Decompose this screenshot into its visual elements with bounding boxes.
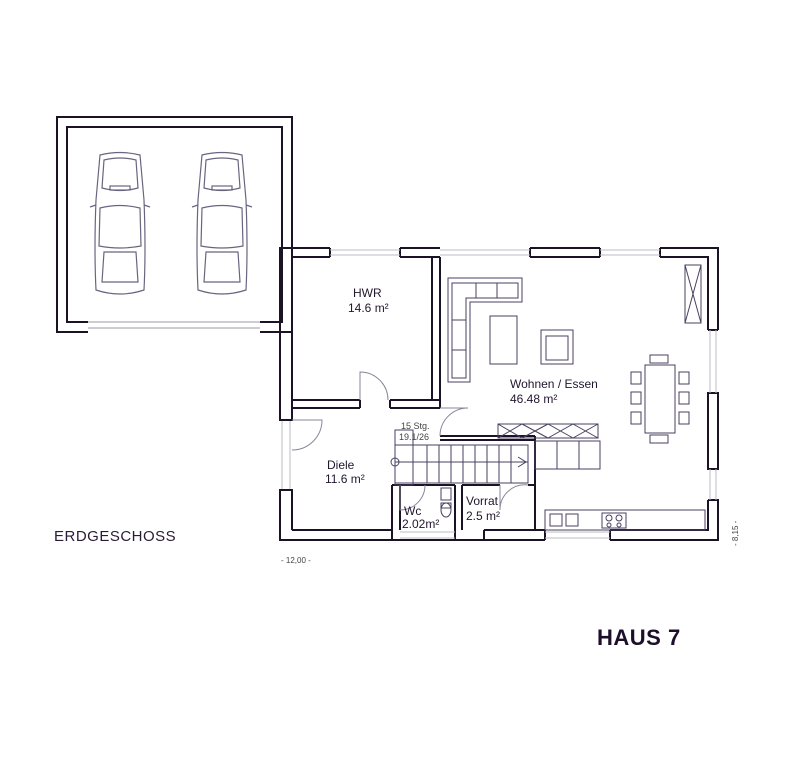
staircase xyxy=(390,429,529,486)
car-left xyxy=(89,151,151,295)
diele-name: Diele xyxy=(327,458,355,472)
wohnen-name: Wohnen / Essen xyxy=(510,377,598,391)
floor-label: ERDGESCHOSS xyxy=(54,528,177,545)
diele-area: 11.6 m² xyxy=(325,472,365,486)
coffee-table xyxy=(489,315,518,365)
sofa xyxy=(447,277,523,383)
stairs-steps: 15 Stg. xyxy=(401,421,430,431)
armchair xyxy=(540,329,574,365)
car-right xyxy=(191,151,253,295)
width-dimension: - 12,00 - xyxy=(281,556,311,565)
house-label: HAUS 7 xyxy=(597,625,681,650)
doors xyxy=(291,371,529,511)
wc-name: Wc xyxy=(404,504,421,518)
house-walls xyxy=(279,247,719,541)
vorrat-area: 2.5 m² xyxy=(466,509,500,523)
hwr-name: HWR xyxy=(353,286,382,300)
vorrat-name: Vorrat xyxy=(466,494,499,508)
hwr-area: 14.6 m² xyxy=(348,301,389,315)
cabinet xyxy=(684,264,702,324)
garage-door xyxy=(88,316,260,334)
kitchen-counter xyxy=(544,509,706,531)
wc-area: 2.02m² xyxy=(402,517,439,531)
depth-dimension: - 8,15 - xyxy=(731,520,740,546)
wc-fixtures xyxy=(440,487,452,518)
outer-wall xyxy=(279,247,545,541)
wohnen-area: 46.48 m² xyxy=(510,392,557,406)
sideboard xyxy=(497,423,601,470)
garage xyxy=(56,116,293,333)
garage-outer-wall xyxy=(56,116,293,333)
stairs-ratio: 19.1/26 xyxy=(399,432,429,442)
windows xyxy=(281,249,717,539)
dining-table xyxy=(630,354,690,444)
